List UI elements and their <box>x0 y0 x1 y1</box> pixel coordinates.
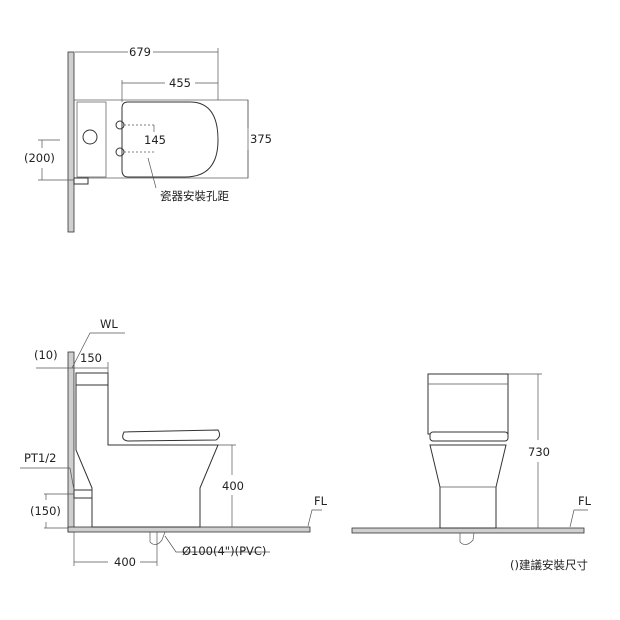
tank-top <box>76 101 107 178</box>
bolt-icon <box>115 120 125 130</box>
dim-730: 730 <box>528 445 550 459</box>
bolt-spacing-label: 瓷器安裝孔距 <box>160 189 229 203</box>
toilet-body <box>75 384 219 528</box>
seat-lid <box>122 429 221 442</box>
dim-150-tank: 150 <box>80 351 102 365</box>
dim-145: 145 <box>144 133 166 147</box>
dim-455: 455 <box>169 76 191 90</box>
bowl <box>429 444 507 529</box>
leader-line <box>569 509 588 528</box>
tank <box>427 373 509 435</box>
dim-150-inlet: (150) <box>30 504 61 518</box>
drain-pipe <box>149 531 166 545</box>
dim-200: (200) <box>24 151 55 165</box>
side-view: WL (10) 150 PT1/2 (150) 400 400 Ø100(4")… <box>20 317 328 569</box>
fl-label-front: FL <box>578 494 592 508</box>
seat <box>429 431 509 442</box>
inlet-valve <box>73 489 93 499</box>
toilet-outline <box>73 99 249 179</box>
dim-10: (10) <box>34 348 58 362</box>
seat-outline <box>121 101 219 178</box>
wl-label: WL <box>100 317 118 331</box>
top-view: 679 455 375 145 (200) 瓷器安裝孔距 <box>24 45 272 233</box>
floor <box>67 526 311 533</box>
dim-400-seat: 400 <box>222 479 244 493</box>
note-label: ()建議安裝尺寸 <box>510 558 588 572</box>
inlet-valve <box>73 177 89 185</box>
leader-line <box>164 535 270 553</box>
front-view: 730 FL ()建議安裝尺寸 <box>351 373 592 572</box>
dim-375: 375 <box>250 132 272 146</box>
dim-400-roughin: 400 <box>114 555 136 569</box>
fl-label: FL <box>314 494 328 508</box>
drain-label: Ø100(4")(PVC) <box>182 544 266 558</box>
inlet-label: PT1/2 <box>24 451 56 465</box>
wall <box>67 51 75 233</box>
floor <box>351 527 585 534</box>
leader-line <box>307 509 322 527</box>
wall <box>67 351 75 533</box>
tank-lid <box>75 372 109 386</box>
leader-line <box>69 467 75 491</box>
leader-line <box>71 332 125 369</box>
drain-pipe <box>459 532 475 545</box>
dim-679: 679 <box>129 45 151 59</box>
bolt-icon <box>115 147 125 157</box>
leader-line <box>147 157 157 189</box>
flush-button-icon <box>82 129 98 145</box>
